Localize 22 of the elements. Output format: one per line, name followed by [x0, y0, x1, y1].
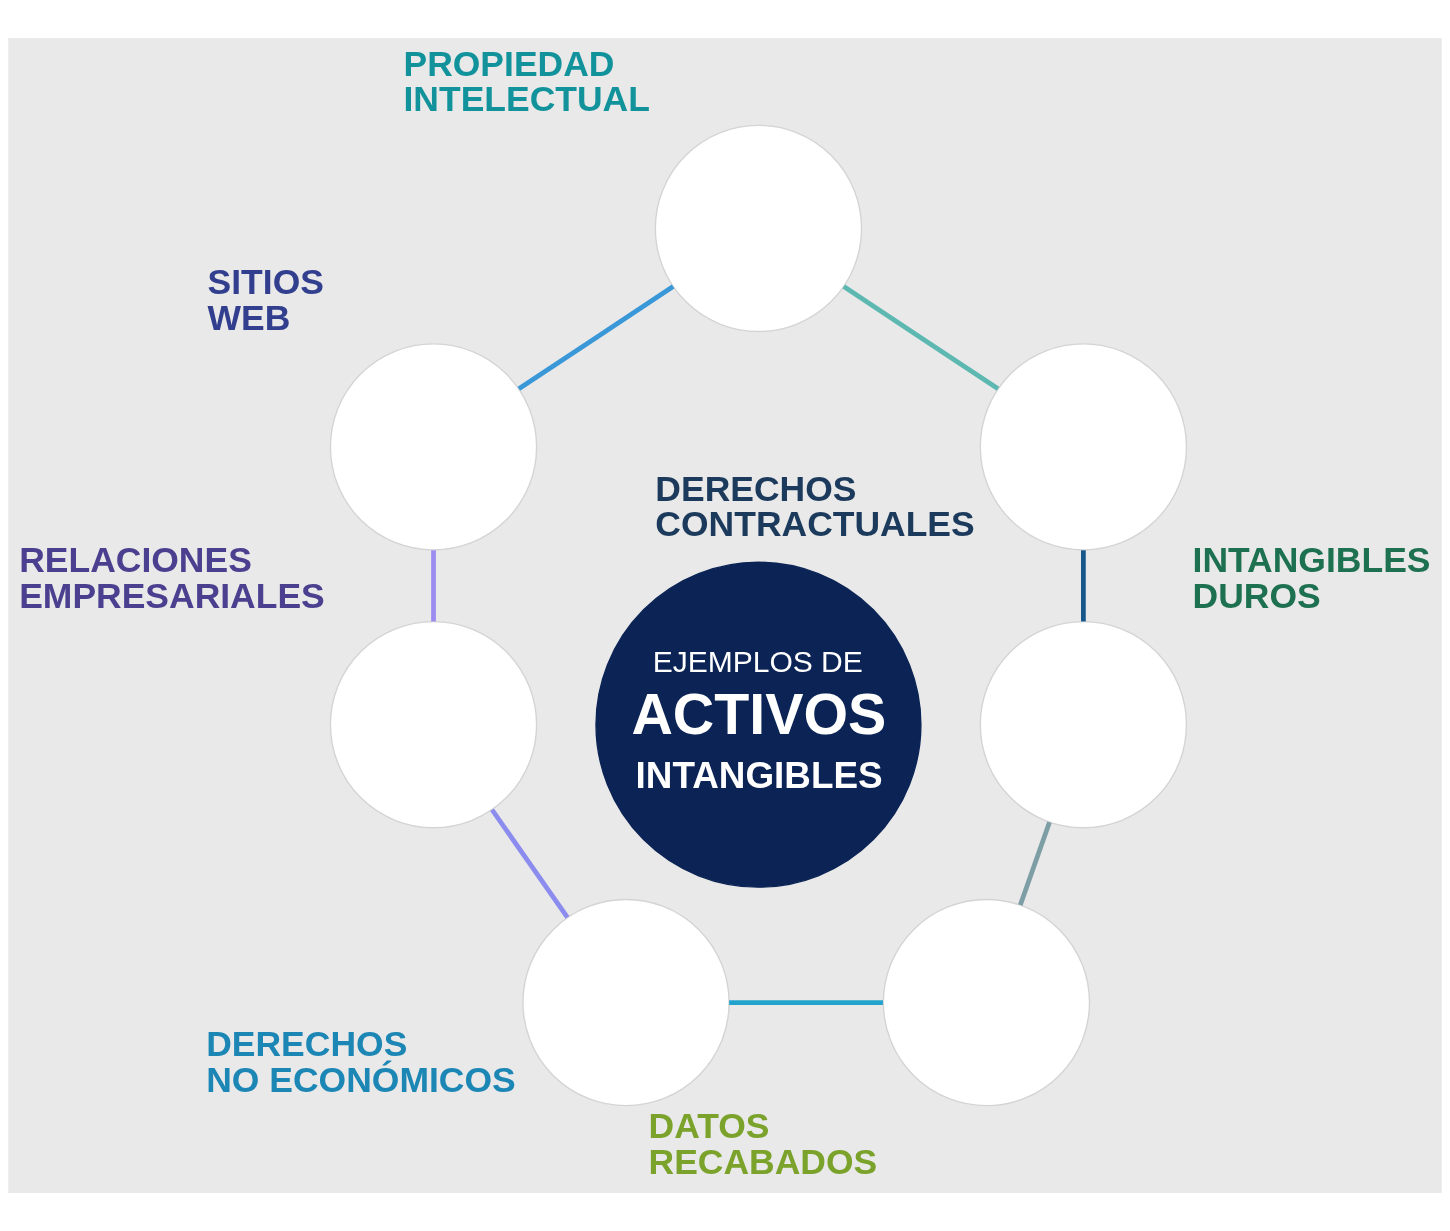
node-circle: EJEMPLOS DE ACTIVOS INTANGIBLES: [595, 561, 922, 888]
connector: [729, 1000, 883, 1005]
node-circle: [329, 343, 538, 551]
connector: [431, 550, 436, 622]
node-circle: [979, 343, 1188, 551]
connector: [490, 808, 570, 919]
connector: [1081, 550, 1086, 622]
node-circle: [979, 620, 1188, 829]
node-label: DERECHOS CONTRACTUALES: [655, 468, 975, 545]
node-circle: [522, 898, 730, 1107]
node-circle: [654, 124, 863, 333]
node-label: DATOS RECABADOS: [648, 1106, 878, 1182]
connector: [1018, 821, 1052, 906]
node-label: RELACIONES EMPRESARIALES: [19, 540, 325, 616]
node-label: INTANGIBLES DUROS: [1192, 540, 1431, 616]
node-circle: [882, 898, 1091, 1107]
connector: [517, 284, 675, 391]
connector: [842, 284, 1000, 391]
node-label: SITIOS WEB: [207, 262, 324, 338]
node-label: DERECHOS NO ECONÓMICOS: [206, 1024, 516, 1100]
node-label: PROPIEDAD INTELECTUAL: [403, 43, 650, 120]
node-circle: [329, 620, 538, 829]
